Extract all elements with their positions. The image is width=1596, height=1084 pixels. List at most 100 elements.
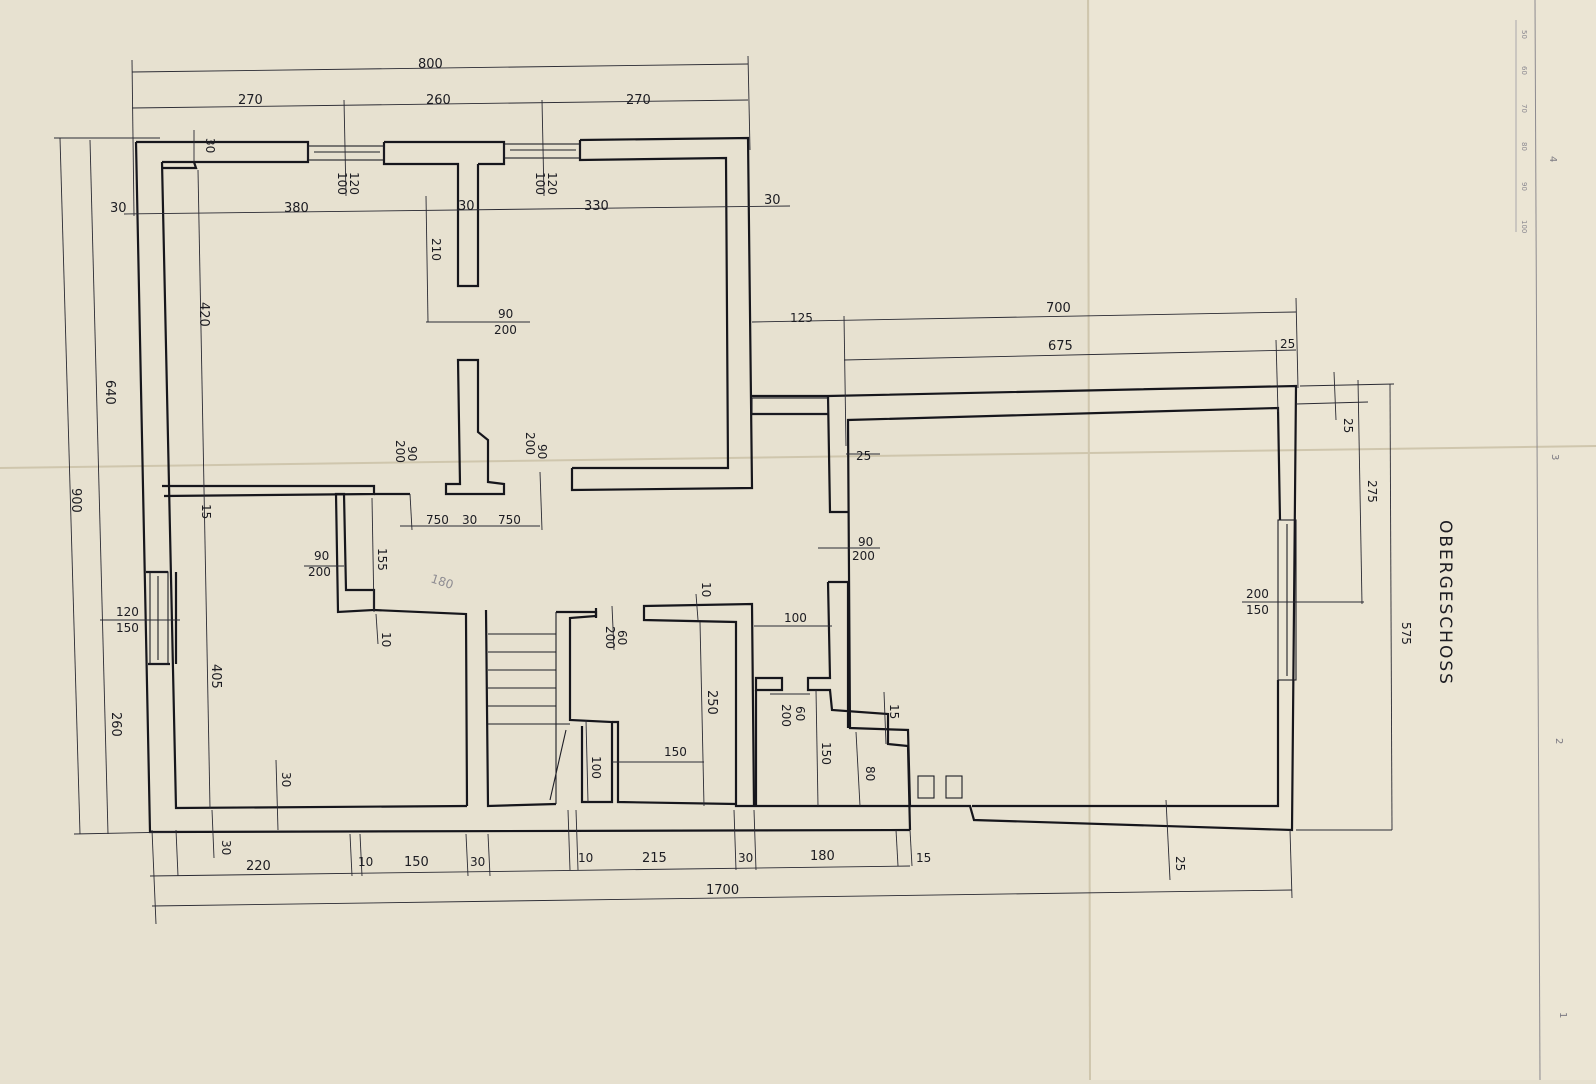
window-annex <box>1277 519 1297 681</box>
dim-30-bottom: 30 <box>219 840 233 855</box>
dim-700: 700 <box>1046 301 1071 316</box>
dim-15-bot: 15 <box>916 851 931 865</box>
dim-1700: 1700 <box>706 883 739 898</box>
dim-750-right: 750 <box>498 513 521 527</box>
scale-60: 60 <box>1520 66 1528 75</box>
edge-mark-4: 4 <box>1547 156 1558 162</box>
edge-mark-1: 1 <box>1557 1012 1568 1018</box>
dim-15-b: 15 <box>887 704 901 719</box>
dim-405: 405 <box>208 664 223 689</box>
win2-h: 120 <box>545 172 559 195</box>
dim-30-room: 30 <box>279 772 293 787</box>
dim-wall-right: 30 <box>764 193 781 208</box>
door3-h: 200 <box>523 432 537 455</box>
door5-w: 60 <box>615 630 629 645</box>
dim-150-b: 150 <box>819 742 833 765</box>
dim-100-stair: 100 <box>589 756 603 779</box>
edge-scale: 50 60 70 80 90 100 4 3 2 1 <box>1515 20 1568 1018</box>
dim-80: 80 <box>863 766 877 781</box>
scale-100: 100 <box>1520 220 1528 233</box>
dim-wall-top: 30 <box>203 138 217 153</box>
dim-10-bot-a: 10 <box>358 855 373 869</box>
dim-room-left: 380 <box>284 201 309 216</box>
window-corridor <box>751 397 829 415</box>
dim-260: 260 <box>108 712 123 737</box>
dim-wall-left: 30 <box>110 201 127 216</box>
door1-w: 90 <box>498 307 513 321</box>
dim-150-bath: 150 <box>664 745 687 759</box>
window-top-right <box>503 143 581 159</box>
dim-220: 220 <box>246 859 271 874</box>
dim-10-a: 10 <box>379 632 393 647</box>
dim-top-seg-1: 270 <box>238 93 263 108</box>
window-left <box>149 571 169 665</box>
dim-10-b: 10 <box>699 582 713 597</box>
dim-25-top: 25 <box>1280 337 1295 351</box>
win1-h: 120 <box>347 172 361 195</box>
dim-125: 125 <box>790 311 813 325</box>
win4-h: 150 <box>1246 603 1269 617</box>
dim-675: 675 <box>1048 339 1073 354</box>
scale-80: 80 <box>1520 142 1528 151</box>
door5-h: 200 <box>603 626 617 649</box>
dim-room-right: 330 <box>584 199 609 214</box>
dim-210: 210 <box>429 238 443 261</box>
dim-900: 900 <box>68 488 83 513</box>
dim-250: 250 <box>704 690 719 715</box>
dim-30-center: 30 <box>462 513 477 527</box>
edge-mark-3: 3 <box>1549 454 1560 460</box>
dim-180: 180 <box>810 849 835 864</box>
door3-w: 90 <box>535 444 549 459</box>
frame-border <box>1534 0 1541 1081</box>
dim-top-seg-2: 260 <box>426 93 451 108</box>
pencil-note: 180 <box>429 572 455 592</box>
dim-15: 15 <box>199 504 213 519</box>
door1-h: 200 <box>494 323 517 337</box>
door6-h: 200 <box>779 704 793 727</box>
dim-top-seg-3: 270 <box>626 93 651 108</box>
dim-150-bot: 150 <box>404 855 429 870</box>
paper-right-panel <box>1090 0 1596 1080</box>
dimension-lines <box>54 55 1395 925</box>
win3-w: 120 <box>116 605 139 619</box>
win3-h: 150 <box>116 621 139 635</box>
dim-640: 640 <box>102 380 117 405</box>
win2-w: 100 <box>533 172 547 195</box>
window-top-left <box>307 145 385 161</box>
dim-155: 155 <box>375 548 389 571</box>
edge-mark-2: 2 <box>1553 738 1564 744</box>
door7-w: 90 <box>858 535 873 549</box>
vent-1 <box>917 775 935 799</box>
dimension-labels: 800 270 260 270 30 380 30 330 30 30 100 … <box>68 57 1413 898</box>
dim-215: 215 <box>642 851 667 866</box>
win4-w: 200 <box>1246 587 1269 601</box>
dim-100: 100 <box>784 611 807 625</box>
dim-420: 420 <box>196 302 211 327</box>
dim-25-side: 25 <box>1341 418 1355 433</box>
door4-w: 90 <box>314 549 329 563</box>
dim-30-bot-b: 30 <box>738 851 753 865</box>
vertical-fold <box>1087 0 1091 1081</box>
vent-2 <box>945 775 963 799</box>
dim-275: 275 <box>1365 480 1379 503</box>
dim-wall-mid: 30 <box>458 199 475 214</box>
dim-750-left: 750 <box>426 513 449 527</box>
scale-50: 50 <box>1520 30 1528 39</box>
scale-90: 90 <box>1520 182 1528 191</box>
plan-title: OBERGESCHOSS <box>1435 520 1455 686</box>
door2-h: 200 <box>393 440 407 463</box>
scale-70: 70 <box>1520 104 1528 113</box>
dim-25-bot: 25 <box>1173 856 1187 871</box>
win1-w: 100 <box>335 172 349 195</box>
horizontal-fold <box>0 445 1596 469</box>
door4-h: 200 <box>308 565 331 579</box>
windows <box>149 143 1297 799</box>
dim-575: 575 <box>1399 622 1413 645</box>
door2-w: 90 <box>405 446 419 461</box>
dim-overall-width: 800 <box>418 57 443 72</box>
dim-30-bot-a: 30 <box>470 855 485 869</box>
dim-25-corr: 25 <box>856 449 871 463</box>
staircase <box>488 612 570 804</box>
